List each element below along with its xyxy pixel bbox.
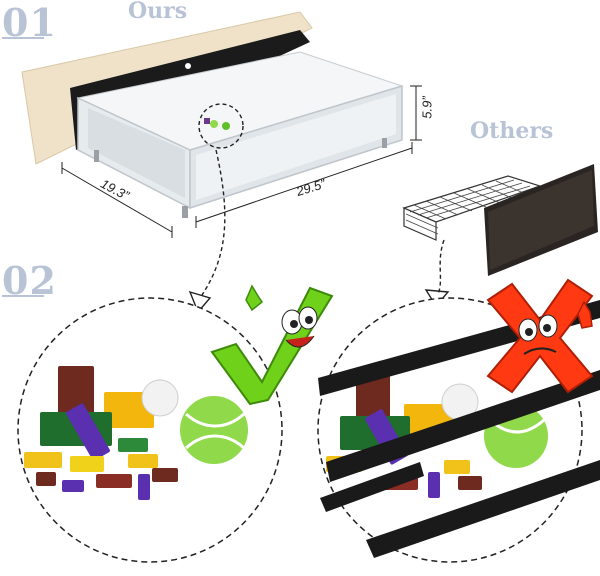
acrylic-drawer xyxy=(76,51,404,218)
dimension-height: 5.9” xyxy=(419,96,435,119)
wire-basket-drawer xyxy=(402,164,598,276)
others-label: Others xyxy=(470,118,554,144)
ours-zoom-view xyxy=(17,297,283,563)
green-check-mascot xyxy=(210,284,334,406)
zoom-connector-ours xyxy=(199,149,226,299)
zoom-connector-others xyxy=(437,239,445,295)
arrow-ours xyxy=(188,290,212,314)
red-x-mascot xyxy=(486,278,594,394)
zoom-circle-top xyxy=(198,103,244,149)
ours-label: Ours xyxy=(128,0,188,24)
dimension-lines xyxy=(61,85,422,238)
